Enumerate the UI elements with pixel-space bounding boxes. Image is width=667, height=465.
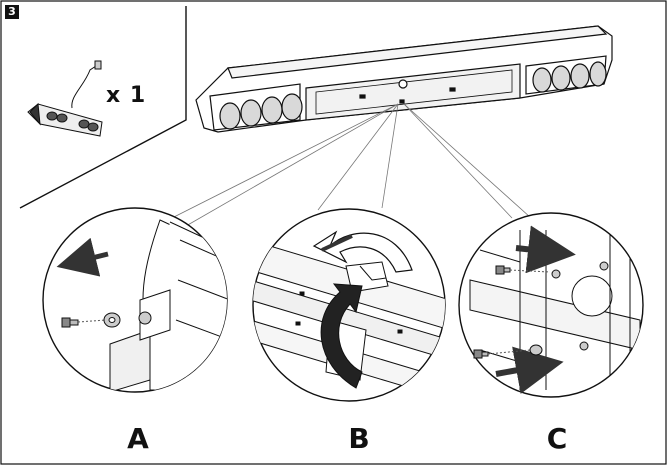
detail-panel-b <box>252 208 446 402</box>
soundbar-part-icon <box>27 60 103 137</box>
panel-label-c: C <box>546 422 568 455</box>
soundbar-main-icon <box>195 25 613 133</box>
washer-c-icon <box>529 344 543 356</box>
arrow-right-top-icon <box>515 225 576 274</box>
inset-divider <box>19 6 187 209</box>
arrow-left-icon <box>56 237 109 277</box>
curved-arrow-up-icon <box>320 283 363 389</box>
screw-icon <box>61 317 79 328</box>
step-number-badge: 3 <box>5 5 19 19</box>
rotate-arrow-icon <box>312 230 413 273</box>
callout-lines <box>167 103 541 227</box>
part-quantity: x 1 <box>106 83 147 108</box>
panel-label-b: B <box>348 422 370 455</box>
detail-panel-c <box>458 212 644 398</box>
arrow-right-bottom-icon <box>495 346 564 394</box>
panel-label-a: A <box>127 422 149 455</box>
detail-panel-a <box>42 207 228 393</box>
washer-icon <box>103 312 121 328</box>
